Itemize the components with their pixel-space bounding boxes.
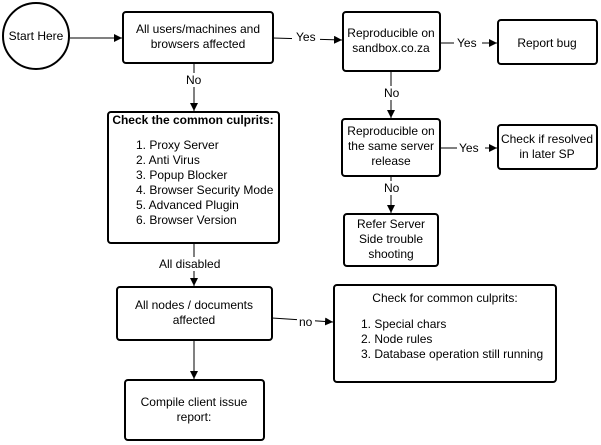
node-culprits-title: Check the common culprits: <box>112 113 273 127</box>
node-compile-line2: report: <box>177 410 212 424</box>
node-report-bug-label: Report bug <box>517 36 576 50</box>
node-refer-server-line1: Refer Server <box>357 217 425 231</box>
node-check-sp: Check if resolved in later SP <box>497 124 598 170</box>
node-common-culprits: Check for common culprits: 1. Special ch… <box>333 284 557 383</box>
node-common-culprits-item-1: 1. Special chars <box>361 317 446 331</box>
node-start-label: Start Here <box>9 29 64 43</box>
label-no-3: No <box>384 181 400 195</box>
edge-labels: Yes Yes Yes No No No All disabled no <box>157 30 485 329</box>
node-check-sp-line2: in later SP <box>519 147 574 161</box>
node-refer-server-line3: shooting <box>368 247 413 261</box>
node-refer-server-line2: Side trouble <box>359 232 423 246</box>
node-culprits-item-6: 6. Browser Version <box>136 213 237 227</box>
node-compile: Compile client issue report: <box>124 379 265 441</box>
node-culprits-item-4: 4. Browser Security Mode <box>136 183 274 197</box>
label-yes-3: Yes <box>459 141 479 155</box>
node-all-affected: All users/machines and browsers affected <box>122 11 274 64</box>
node-repro-server-line3: release <box>371 154 411 168</box>
label-all-disabled: All disabled <box>159 257 220 271</box>
node-all-nodes-line2: affected <box>173 313 215 327</box>
node-common-culprits-item-3: 3. Database operation still running <box>361 347 543 361</box>
node-repro-sandbox-line2: sandbox.co.za <box>352 41 430 55</box>
node-all-affected-line1: All users/machines and <box>136 22 260 36</box>
label-no-1: No <box>186 73 202 87</box>
label-yes-2: Yes <box>457 36 477 50</box>
node-repro-sandbox: Reproducible on sandbox.co.za <box>342 11 441 72</box>
node-culprits-item-1: 1. Proxy Server <box>136 138 219 152</box>
node-compile-line1: Compile client issue <box>141 395 248 409</box>
node-common-culprits-item-2: 2. Node rules <box>361 332 432 346</box>
node-common-culprits-title: Check for common culprits: <box>372 291 517 305</box>
node-all-nodes: All nodes / documents affected <box>116 286 273 341</box>
node-culprits-item-2: 2. Anti Virus <box>136 153 200 167</box>
node-repro-server-line1: Reproducible on <box>347 124 434 138</box>
node-start: Start Here <box>2 2 70 70</box>
label-no-2: No <box>384 86 400 100</box>
node-repro-server: Reproducible on the same server release <box>341 118 441 177</box>
node-refer-server: Refer Server Side trouble shooting <box>343 213 439 267</box>
node-check-sp-line1: Check if resolved <box>501 132 593 146</box>
node-culprits: Check the common culprits: 1. Proxy Serv… <box>107 111 280 244</box>
node-repro-server-line2: the same server <box>348 139 434 153</box>
label-no-4: no <box>299 315 313 329</box>
node-report-bug: Report bug <box>497 19 598 65</box>
node-culprits-item-5: 5. Advanced Plugin <box>136 198 239 212</box>
label-yes-1: Yes <box>296 30 316 44</box>
node-repro-sandbox-line1: Reproducible on <box>347 26 434 40</box>
node-all-nodes-line1: All nodes / documents <box>135 298 253 312</box>
node-culprits-item-3: 3. Popup Blocker <box>136 168 227 182</box>
node-all-affected-line2: browsers affected <box>151 37 246 51</box>
